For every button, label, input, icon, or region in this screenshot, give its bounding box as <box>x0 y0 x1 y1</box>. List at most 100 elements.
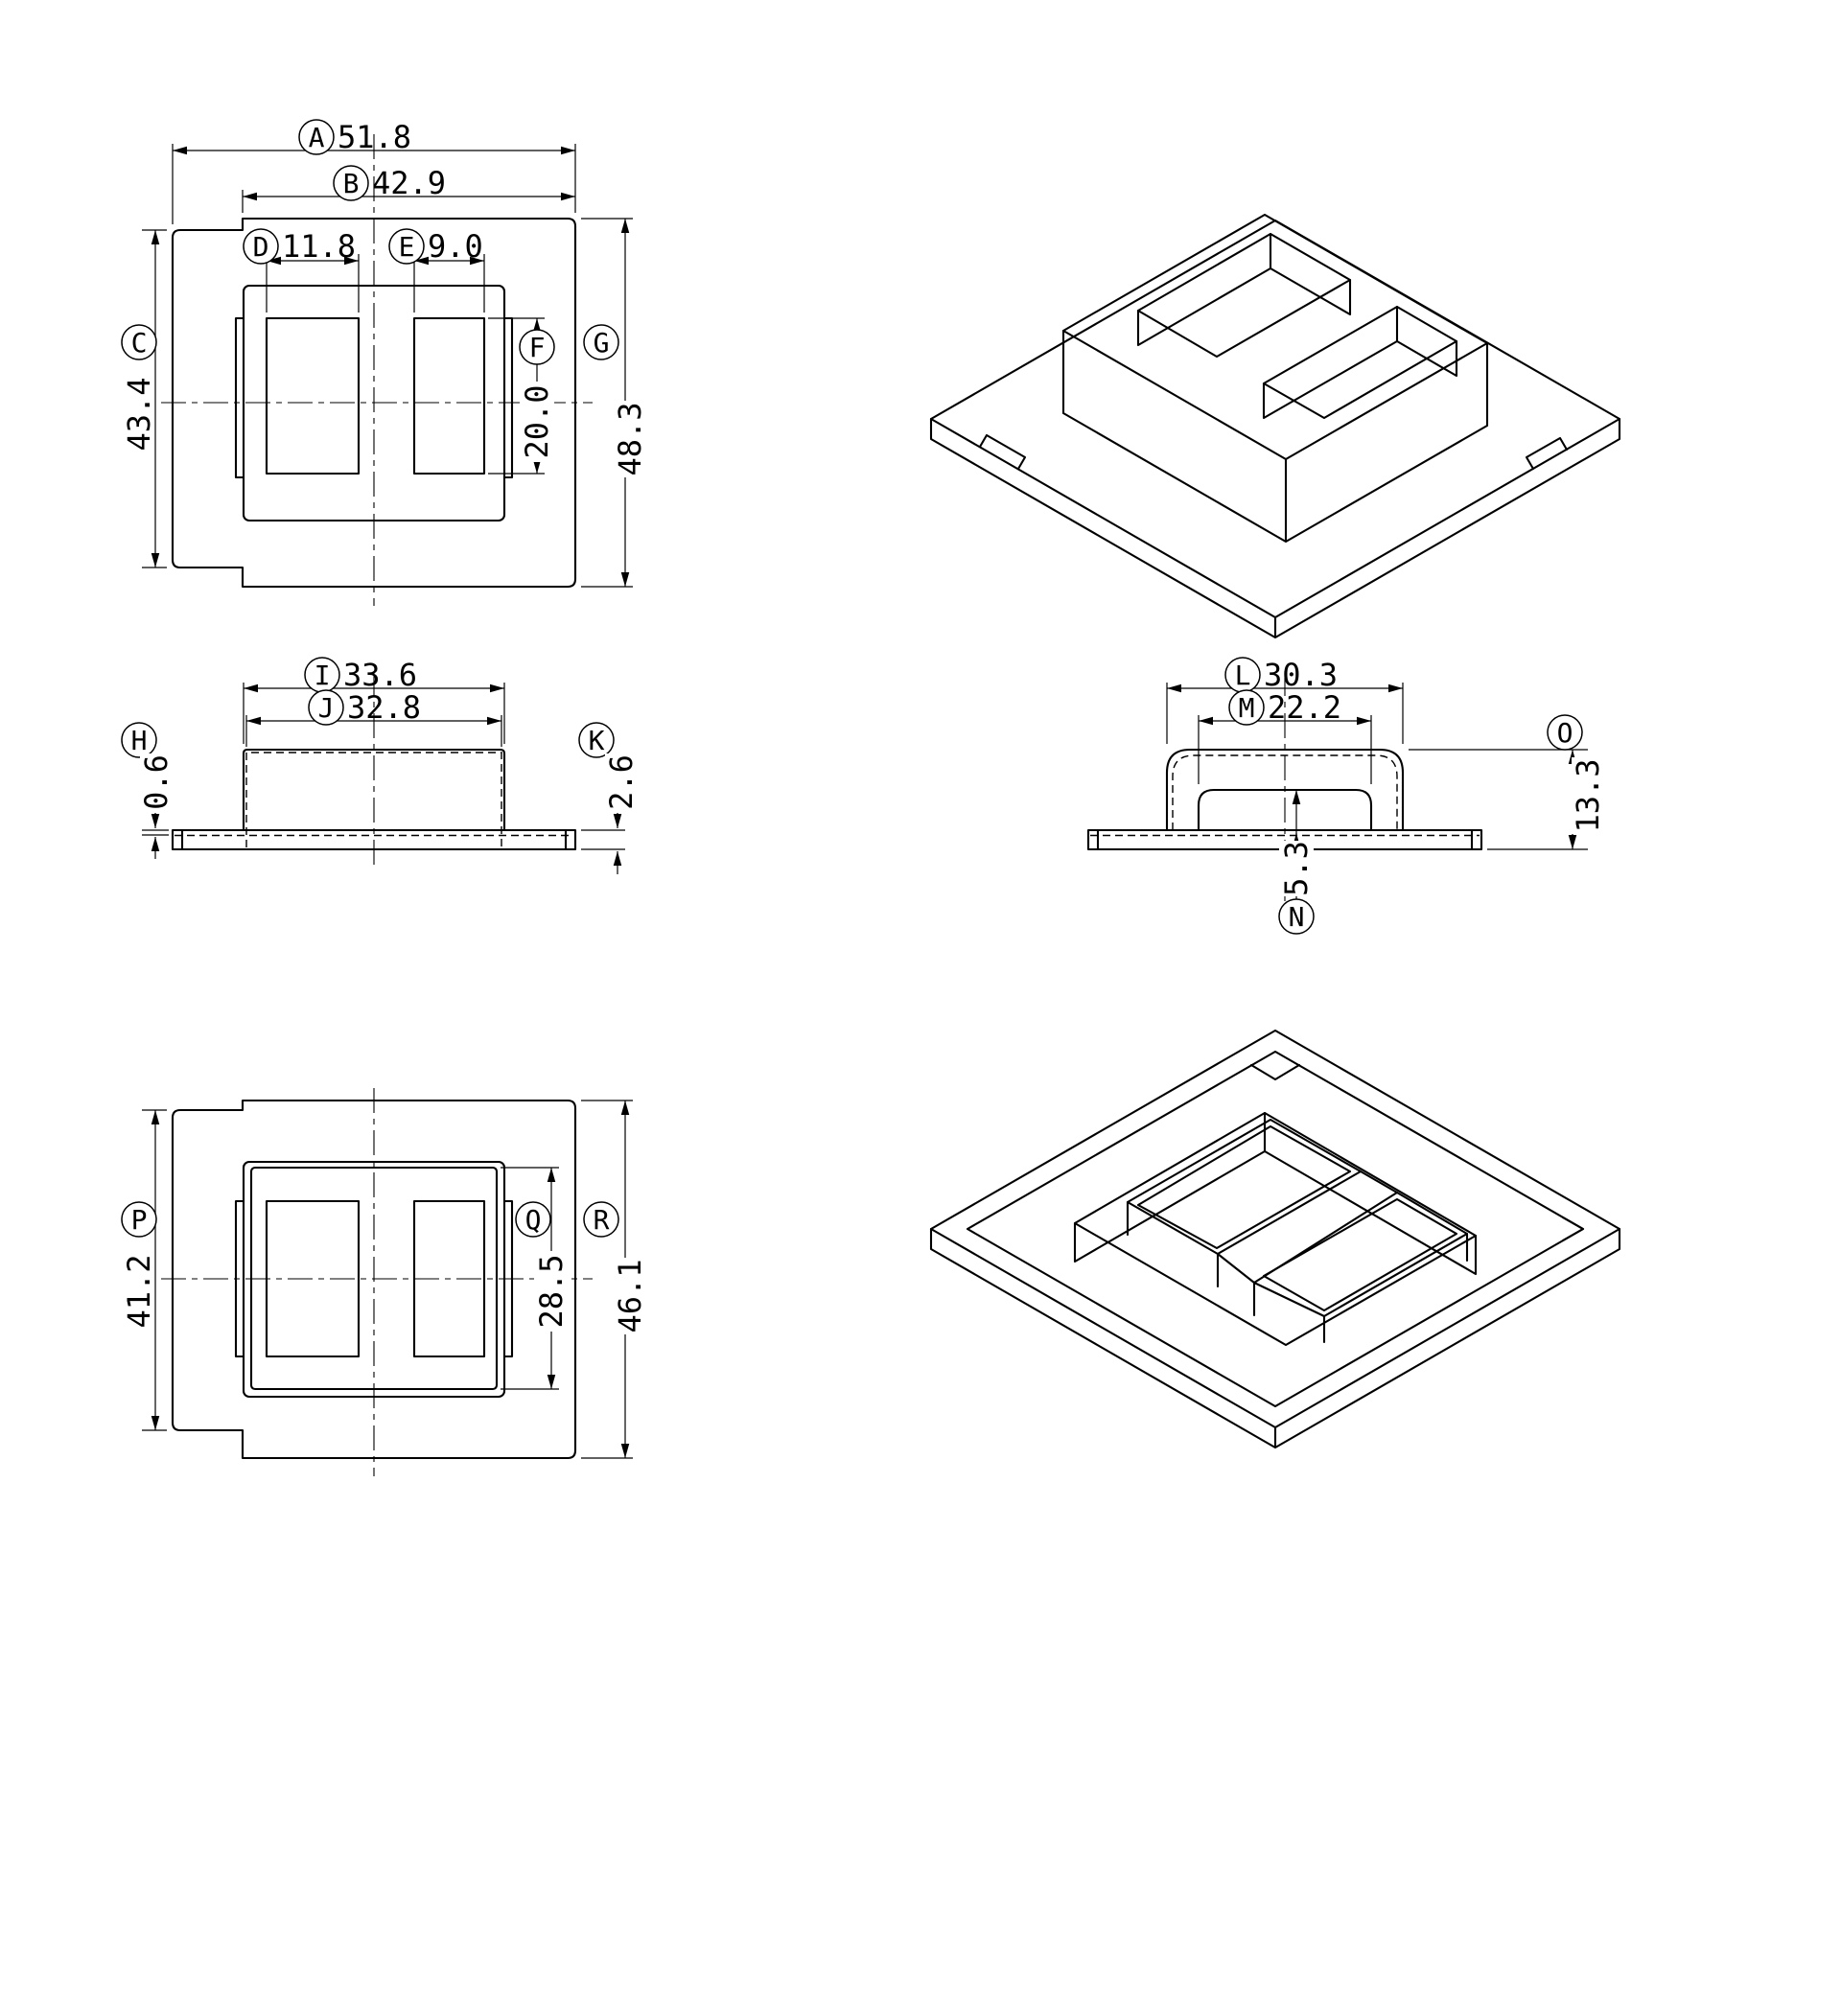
dim-K-value: 2.6 <box>603 754 640 810</box>
iso-left-window <box>1136 232 1352 359</box>
dim-G-value-bg <box>614 401 646 477</box>
dim-N-value: 5.3 <box>1278 841 1315 896</box>
iso-rim-notch-right <box>1561 1216 1585 1242</box>
iso-connecting-ribs <box>1216 1170 1399 1285</box>
dim-M-ext <box>1198 715 1372 784</box>
iso-boss-top-face <box>1061 213 1489 461</box>
dim-M: M 22.2 <box>1198 689 1372 784</box>
dim-D-balloon <box>243 228 279 265</box>
top-view: A 51.8 B 42.9 D 11.8 E 9.0 C <box>121 119 648 606</box>
dim-A: A 51.8 <box>172 119 576 224</box>
dim-N-value-bg <box>1279 841 1314 896</box>
part-outline <box>171 217 577 589</box>
iso-rim-edge <box>966 1050 1585 1408</box>
isometric-bottom-view <box>929 1029 1621 1449</box>
dim-L: L 30.3 <box>1166 657 1404 744</box>
dim-A-ext <box>172 144 576 224</box>
dim-C-balloon <box>121 324 157 360</box>
dim-N: 5.3 N <box>1278 790 1315 935</box>
base-plate <box>1086 828 1483 851</box>
dim-G-balloon <box>583 324 619 360</box>
dim-D-value: 11.8 <box>282 228 356 265</box>
right-window <box>412 1199 486 1358</box>
dim-I-letter: I <box>315 660 331 691</box>
dim-R-value: 46.1 <box>612 1259 648 1332</box>
dim-K-value-bg <box>605 753 638 813</box>
base-plate <box>171 828 577 851</box>
dim-G: G 48.3 <box>581 218 648 588</box>
boss-inner-hidden <box>1172 754 1398 830</box>
iso-edge-notch-right <box>1525 436 1569 471</box>
iso-cavity-opening <box>1073 1111 1478 1347</box>
dim-K-letter: K <box>589 725 605 756</box>
dim-H-balloon <box>121 722 157 758</box>
isometric-top-view <box>929 213 1621 639</box>
dim-P: P 41.2 <box>121 1109 167 1431</box>
dim-I-value: 33.6 <box>343 657 417 693</box>
iso-rim-notch-top <box>1249 1063 1301 1081</box>
dim-F: F 20.0 <box>488 317 555 475</box>
dim-Q-value: 28.5 <box>533 1254 570 1328</box>
bottom-view: P 41.2 R 46.1 Q 28.5 <box>121 1088 648 1476</box>
dim-H: H 0.6 <box>121 722 175 859</box>
dim-H-value: 0.6 <box>138 754 175 810</box>
dim-I: I 33.6 <box>243 657 505 744</box>
iso-edge-notch-left <box>978 433 1027 471</box>
iso-right-window-depth <box>1262 305 1458 420</box>
iso-cavity-depth <box>1073 1111 1478 1276</box>
dim-B: B 42.9 <box>242 165 575 213</box>
dim-B-letter: B <box>343 168 360 199</box>
dim-A-value: 51.8 <box>338 119 411 155</box>
dim-A-balloon <box>298 119 335 155</box>
iso-plate-bottom-face <box>929 1029 1621 1429</box>
part-outline <box>171 1099 577 1460</box>
dim-J: J 32.8 <box>245 689 502 747</box>
dim-P-value: 41.2 <box>121 1254 157 1328</box>
iso-right-tube-hole <box>1262 1197 1458 1312</box>
dim-K-balloon <box>578 722 615 758</box>
dim-Q-value-bg <box>534 1251 569 1332</box>
dim-D: D 11.8 <box>243 228 360 313</box>
iso-plate-thickness <box>929 417 1621 639</box>
dim-R-value-bg <box>614 1258 646 1334</box>
dim-F-balloon <box>519 329 555 365</box>
dim-D-letter: D <box>253 231 269 263</box>
front-view: I 33.6 J 32.8 H 0.6 K 2.6 <box>121 657 640 874</box>
dim-Q-letter: Q <box>525 1204 542 1236</box>
iso-plate-top-face <box>929 219 1621 619</box>
cavity-inner-rim <box>249 1166 499 1391</box>
dim-C-letter: C <box>131 327 148 359</box>
base-end-edges <box>1096 828 1474 851</box>
iso-boss-sides <box>1061 329 1489 544</box>
dim-K: K 2.6 <box>578 722 640 874</box>
dim-R-letter: R <box>594 1204 610 1236</box>
iso-tube-side-edges <box>1126 1200 1469 1344</box>
dim-F-value-bg <box>520 382 554 462</box>
boss-outline <box>242 284 506 522</box>
dim-M-balloon <box>1228 689 1265 726</box>
dim-R: R 46.1 <box>581 1100 648 1459</box>
dim-L-letter: L <box>1235 660 1251 691</box>
dim-H-letter: H <box>131 725 148 756</box>
cavity-outer-rim <box>242 1160 506 1399</box>
base-end-edges <box>180 828 568 851</box>
dim-L-value: 30.3 <box>1264 657 1338 693</box>
dim-O-letter: O <box>1557 717 1573 749</box>
dim-B-balloon <box>333 165 369 201</box>
dim-E-letter: E <box>399 231 415 263</box>
dim-N-balloon <box>1278 898 1315 935</box>
dim-A-letter: A <box>309 122 325 153</box>
dim-R-balloon <box>583 1201 619 1238</box>
dim-E: E 9.0 <box>388 228 485 313</box>
dim-O-value: 13.3 <box>1570 758 1606 832</box>
dim-F-value: 20.0 <box>519 384 555 458</box>
dim-N-letter: N <box>1289 901 1305 933</box>
dim-O: O 13.3 <box>1409 714 1606 850</box>
dim-E-value: 9.0 <box>428 228 483 265</box>
dim-C-value: 43.4 <box>121 377 157 451</box>
dim-P-balloon <box>121 1201 157 1238</box>
dim-C: C 43.4 <box>121 229 167 568</box>
left-window <box>265 316 361 475</box>
